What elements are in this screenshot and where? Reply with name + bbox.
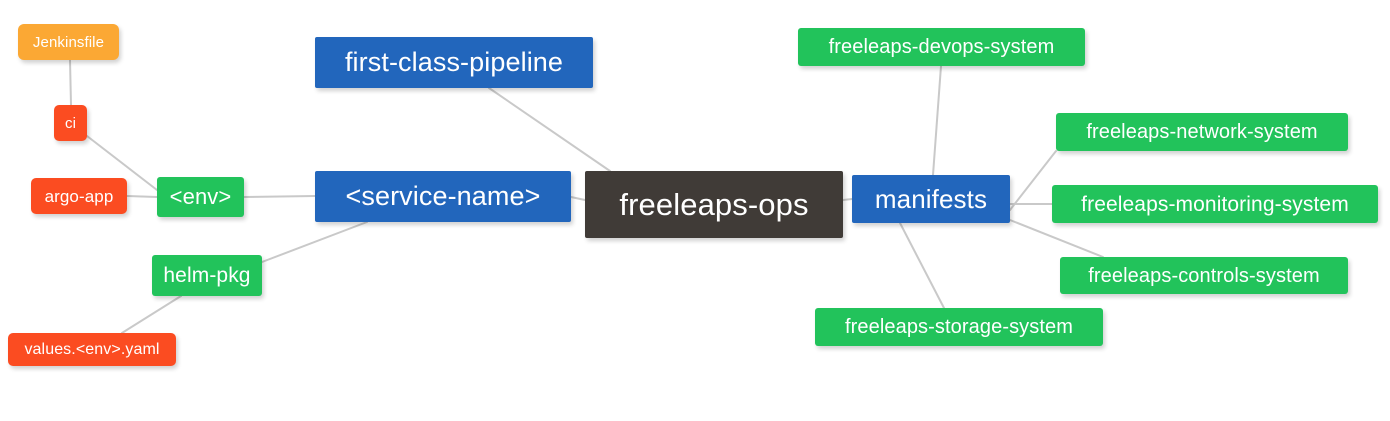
edge-values-env-yaml-to-helm-pkg	[121, 295, 182, 334]
edge-freeleaps-devops-system-to-manifests	[932, 65, 942, 176]
edge-argo-app-to-env	[126, 195, 158, 198]
mindmap-node-jenkinsfile[interactable]: Jenkinsfile	[18, 24, 119, 60]
mindmap-node-first-class-pipeline[interactable]: first-class-pipeline	[315, 37, 593, 88]
edge-jenkinsfile-to-ci	[69, 59, 72, 106]
mindmap-node-values-env-yaml[interactable]: values.<env>.yaml	[8, 333, 176, 366]
edge-freeleaps-ops-to-manifests	[842, 198, 853, 201]
mindmap-node-env[interactable]: <env>	[157, 177, 244, 217]
edge-env-to-service-name	[243, 195, 316, 198]
edge-first-class-pipeline-to-freeleaps-ops	[488, 87, 611, 172]
mindmap-node-manifests[interactable]: manifests	[852, 175, 1010, 223]
mindmap-node-freeleaps-controls-system[interactable]: freeleaps-controls-system	[1060, 257, 1348, 294]
edge-service-name-to-freeleaps-ops	[570, 196, 586, 201]
mindmap-node-service-name[interactable]: <service-name>	[315, 171, 571, 222]
mindmap-node-helm-pkg[interactable]: helm-pkg	[152, 255, 262, 296]
edge-freeleaps-controls-system-to-manifests	[1009, 219, 1104, 258]
mindmap-node-freeleaps-monitoring-system[interactable]: freeleaps-monitoring-system	[1052, 185, 1378, 223]
mindmap-node-argo-app[interactable]: argo-app	[31, 178, 127, 214]
edge-freeleaps-network-system-to-manifests	[1009, 150, 1057, 211]
mindmap-node-freeleaps-ops[interactable]: freeleaps-ops	[585, 171, 843, 238]
edge-freeleaps-storage-system-to-manifests	[899, 222, 945, 309]
edge-helm-pkg-to-service-name	[261, 221, 368, 263]
mindmap-node-freeleaps-devops-system[interactable]: freeleaps-devops-system	[798, 28, 1085, 66]
mindmap-node-freeleaps-network-system[interactable]: freeleaps-network-system	[1056, 113, 1348, 151]
mindmap-node-freeleaps-storage-system[interactable]: freeleaps-storage-system	[815, 308, 1103, 346]
mindmap-node-ci[interactable]: ci	[54, 105, 87, 141]
